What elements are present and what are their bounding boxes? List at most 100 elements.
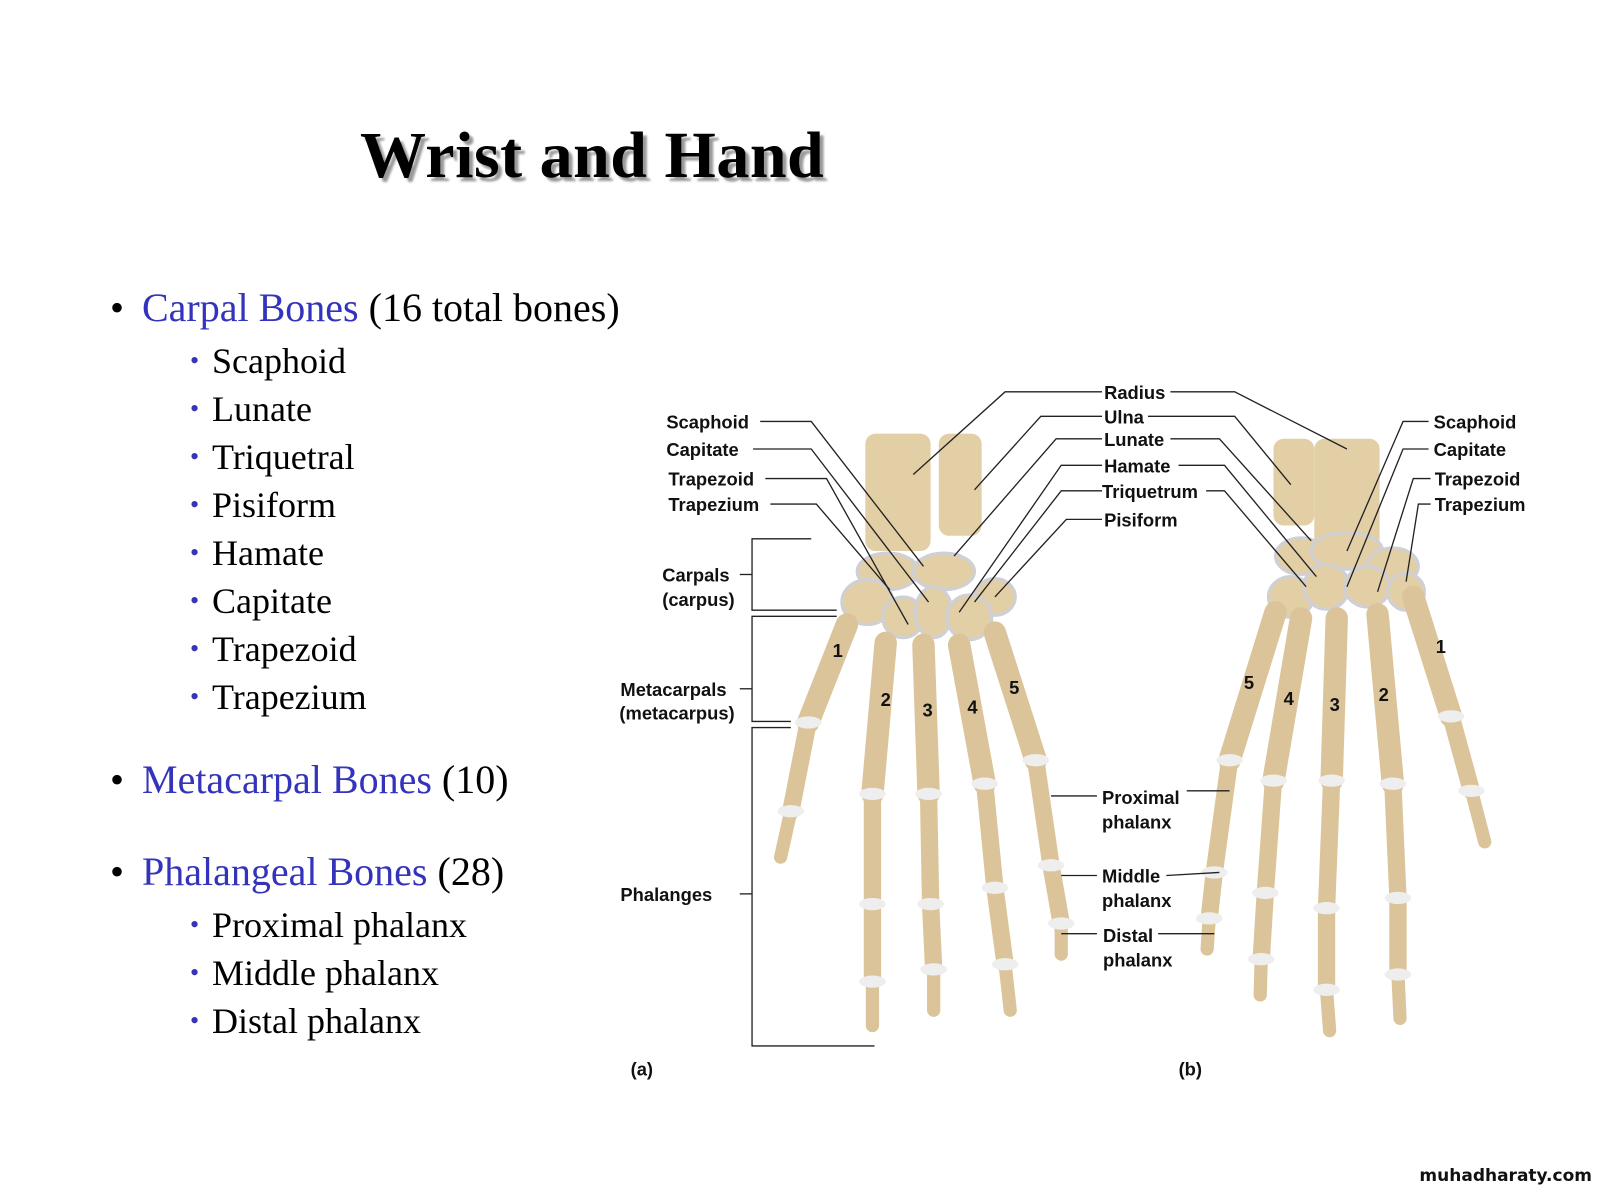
joint bbox=[1458, 784, 1485, 797]
label-center: Ulna bbox=[1104, 406, 1145, 427]
sub-bullet-text: Trapezium bbox=[212, 677, 367, 717]
label-center: Pisiform bbox=[1104, 510, 1177, 531]
metacarpal-label: Metacarpal Bones bbox=[142, 757, 432, 802]
distal-sub-label: phalanx bbox=[1103, 949, 1173, 970]
leader-line bbox=[973, 490, 1103, 603]
bullet-dot: • bbox=[190, 634, 200, 663]
metacarpal-bone bbox=[947, 633, 996, 795]
metacarpals-sub-label: (metacarpus) bbox=[619, 702, 734, 723]
joint bbox=[915, 787, 942, 800]
carpal-note: (16 total bones) bbox=[368, 285, 620, 330]
joint bbox=[1195, 912, 1223, 925]
leader-line bbox=[1147, 415, 1292, 486]
phalangeal-label: Phalangeal Bones bbox=[142, 849, 428, 894]
phalanx-bone bbox=[1256, 771, 1283, 902]
bullet-dot: • bbox=[190, 442, 200, 471]
ulna-bone bbox=[938, 433, 982, 536]
leader-line bbox=[1170, 438, 1312, 542]
carpal-label: Carpal Bones bbox=[142, 285, 359, 330]
label-left: Capitate bbox=[666, 439, 738, 460]
proximal-label: Proximal bbox=[1102, 787, 1180, 808]
phalanx-bone bbox=[919, 785, 940, 913]
phalanx-bone bbox=[986, 879, 1014, 973]
carpals-label: Carpals bbox=[662, 565, 729, 586]
leader-line bbox=[953, 438, 1103, 557]
joint bbox=[859, 897, 886, 911]
sub-bullet-text: Triquetral bbox=[212, 437, 355, 477]
phalanx-bone bbox=[1317, 771, 1341, 917]
phalanx-bone bbox=[1464, 784, 1492, 849]
label-left: Trapezium bbox=[668, 494, 759, 515]
leader-line bbox=[760, 420, 924, 567]
leader-line bbox=[765, 477, 909, 625]
label-center: Lunate bbox=[1104, 429, 1164, 450]
leader-line bbox=[1376, 477, 1431, 593]
leader-line bbox=[1346, 420, 1429, 552]
metacarpal-bone bbox=[1366, 603, 1405, 795]
joint bbox=[1247, 953, 1275, 966]
panel-a-label: (a) bbox=[631, 1059, 653, 1080]
phalanx-bone bbox=[998, 957, 1017, 1017]
digit-number-b: 5 bbox=[1244, 672, 1254, 693]
middle-label: Middle bbox=[1102, 866, 1160, 887]
phalanx-bone bbox=[1027, 751, 1060, 874]
phalanx-bone bbox=[773, 804, 798, 864]
joint bbox=[1047, 917, 1075, 930]
sub-bullet: •Trapezoid bbox=[190, 628, 357, 670]
bullet-dot: • bbox=[190, 490, 200, 519]
joint bbox=[991, 958, 1019, 971]
label-right: Trapezoid bbox=[1435, 469, 1521, 490]
phalanx-bone bbox=[1042, 856, 1070, 933]
metacarpal-bone bbox=[1320, 607, 1348, 792]
digit-number-a: 5 bbox=[1009, 677, 1019, 698]
joint bbox=[1260, 774, 1287, 787]
label-center: Radius bbox=[1104, 382, 1165, 403]
joint bbox=[859, 975, 886, 988]
bullet-carpal: •Carpal Bones (16 total bones) bbox=[110, 285, 620, 330]
leader-line bbox=[1166, 871, 1220, 877]
sub-bullet-text: Pisiform bbox=[212, 485, 337, 525]
digit-number-a: 1 bbox=[833, 640, 843, 661]
phalanx-bone bbox=[1391, 967, 1407, 1025]
joint bbox=[1252, 886, 1279, 899]
metacarpal-bone bbox=[1218, 601, 1287, 772]
bullet-dot: • bbox=[190, 958, 200, 987]
joint bbox=[1022, 754, 1049, 767]
digit-number-b: 1 bbox=[1436, 636, 1446, 657]
leader-line bbox=[770, 503, 891, 591]
radius-bone bbox=[865, 433, 931, 552]
carpal-bone bbox=[945, 593, 994, 642]
leader-line bbox=[1206, 490, 1307, 588]
sub-bullet-text: Lunate bbox=[212, 389, 312, 429]
joint bbox=[920, 963, 947, 976]
sub-bullet-text: Capitate bbox=[212, 581, 332, 621]
joint bbox=[1318, 774, 1345, 787]
bullet-dot: • bbox=[190, 394, 200, 423]
sub-bullet-text: Distal phalanx bbox=[212, 1001, 421, 1041]
metacarpal-bone bbox=[1402, 585, 1463, 728]
sub-bullet-text: Proximal phalanx bbox=[212, 905, 467, 945]
hand-a-bones bbox=[773, 433, 1075, 1033]
carpal-bone bbox=[1302, 562, 1351, 611]
phalanx-bone bbox=[782, 713, 817, 820]
leader-line bbox=[973, 415, 1103, 491]
label-center: Hamate bbox=[1104, 455, 1170, 476]
sub-bullet-text: Hamate bbox=[212, 533, 324, 573]
phalanx-bone bbox=[1384, 775, 1407, 907]
digit-number-a: 4 bbox=[967, 696, 978, 717]
sub-bullet: •Capitate bbox=[190, 580, 332, 622]
ulna-bone bbox=[1273, 438, 1315, 526]
label-right: Capitate bbox=[1434, 439, 1506, 460]
sub-bullet: •Proximal phalanx bbox=[190, 904, 467, 946]
joint bbox=[859, 787, 886, 800]
label-right: Scaphoid bbox=[1434, 412, 1517, 433]
label-left: Scaphoid bbox=[666, 412, 749, 433]
phalanx-bone bbox=[1252, 884, 1274, 968]
leader-line bbox=[751, 615, 837, 723]
digit-number-b: 4 bbox=[1284, 688, 1295, 709]
leader-line bbox=[958, 464, 1103, 613]
digit-number-a: 2 bbox=[881, 689, 891, 710]
leader-line bbox=[1346, 448, 1429, 587]
